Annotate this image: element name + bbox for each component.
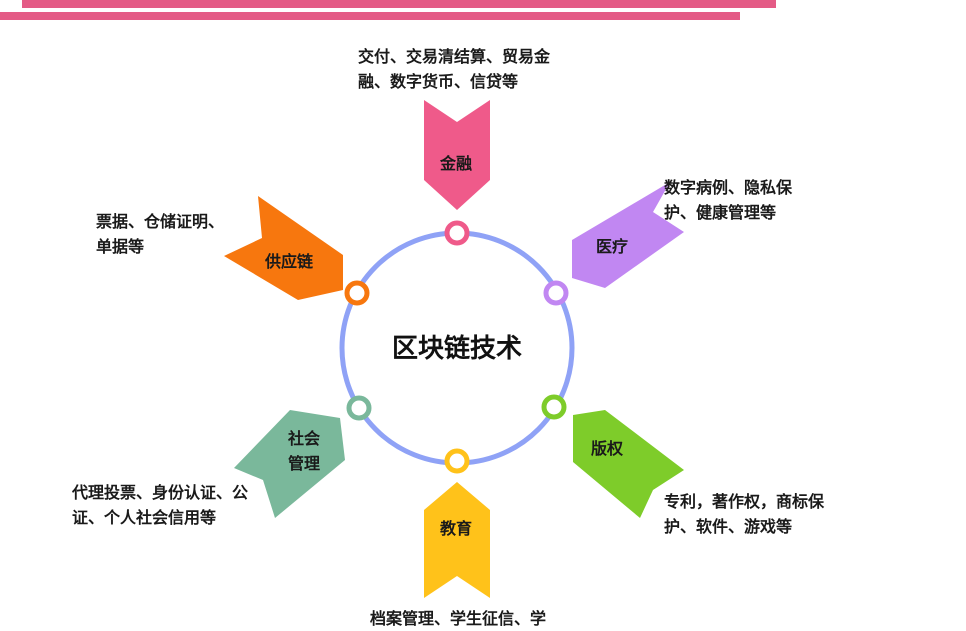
supply-arrow-shape <box>224 196 343 300</box>
education-desc-line: 档案管理、学生征信、学 <box>370 609 547 628</box>
finance-description: 交付、交易清结算、贸易金 融、数字货币、信贷等 <box>358 44 550 94</box>
finance-desc-line: 交付、交易清结算、贸易金 <box>358 47 551 66</box>
medical-desc-line: 数字病例、隐私保 <box>664 178 793 197</box>
supply-desc-line: 单据等 <box>96 237 145 256</box>
node-supply: 供应链 <box>224 196 370 306</box>
medical-desc-line: 护、健康管理等 <box>664 203 777 222</box>
finance-desc-line: 融、数字货币、信贷等 <box>358 72 519 91</box>
medical-connector <box>543 280 569 306</box>
social-desc-line: 代理投票、身份认证、公 <box>72 483 249 502</box>
finance-arrow-shape <box>424 100 490 210</box>
copyright-label: 版权 <box>590 439 624 458</box>
finance-label: 金融 <box>439 154 472 173</box>
node-medical: 医疗 <box>543 182 684 306</box>
copyright-desc-line: 护、软件、游戏等 <box>664 517 793 536</box>
node-finance: 金融 <box>424 100 490 246</box>
top-bar-long <box>22 0 776 8</box>
social-label-line1: 社会 <box>287 429 320 448</box>
social-label-line2: 管理 <box>288 454 320 473</box>
node-education: 教育 <box>424 448 490 598</box>
social-arrow-shape <box>234 410 345 518</box>
education-connector <box>444 448 470 474</box>
supply-description: 票据、仓储证明、 单据等 <box>96 209 224 259</box>
copyright-desc-line: 专利，著作权，商标保 <box>664 492 825 511</box>
copyright-arrow-shape <box>573 410 684 518</box>
node-copyright: 版权 <box>541 394 684 518</box>
education-label: 教育 <box>440 519 472 538</box>
supply-desc-line: 票据、仓储证明、 <box>96 212 225 231</box>
medical-description: 数字病例、隐私保 护、健康管理等 <box>664 175 792 225</box>
social-desc-line: 证、个人社会信用等 <box>72 508 217 527</box>
copyright-description: 专利，著作权，商标保 护、软件、游戏等 <box>664 489 824 539</box>
copyright-connector <box>541 394 567 420</box>
education-description: 档案管理、学生征信、学 <box>370 606 546 631</box>
top-bar-short <box>0 12 740 20</box>
center-title: 区块链技术 <box>392 333 522 364</box>
medical-arrow-shape <box>572 182 684 288</box>
education-arrow-shape <box>424 482 490 598</box>
supply-label: 供应链 <box>264 252 314 271</box>
node-social: 社会 管理 <box>234 395 372 518</box>
medical-label: 医疗 <box>596 237 628 256</box>
social-connector <box>346 395 372 421</box>
supply-connector <box>344 280 370 306</box>
social-description: 代理投票、身份认证、公 证、个人社会信用等 <box>72 480 248 530</box>
finance-connector <box>444 220 470 246</box>
